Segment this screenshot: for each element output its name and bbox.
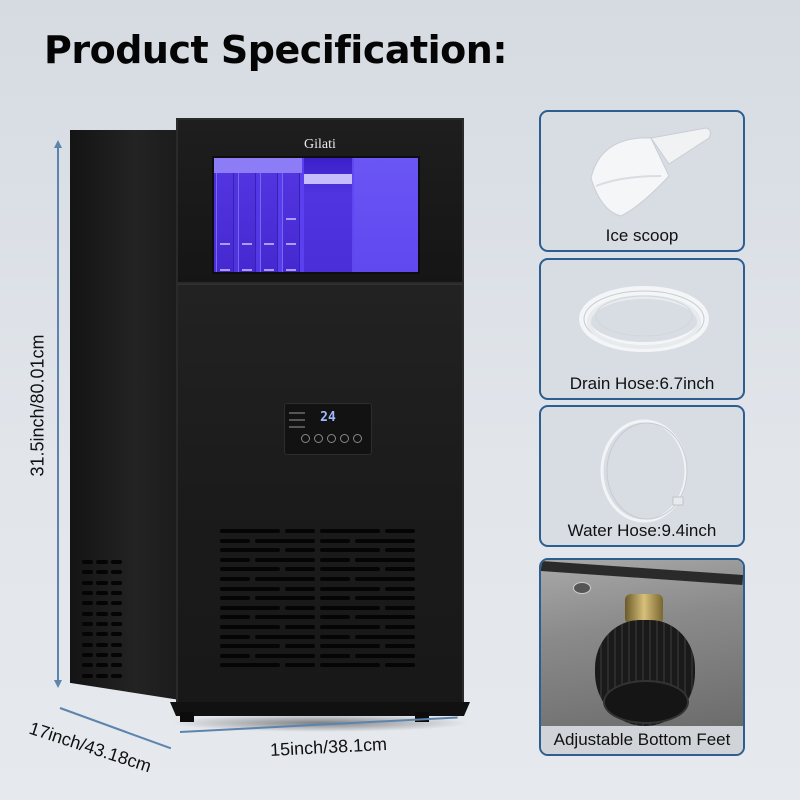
height-dimension-line	[57, 146, 59, 681]
width-label: 15inch/38.1cm	[269, 733, 388, 761]
machine-foot	[180, 712, 194, 722]
viewing-window	[212, 156, 420, 274]
machine-foot	[415, 712, 429, 722]
settings-button[interactable]	[353, 434, 362, 443]
accessory-card-drain-hose: Drain Hose:6.7inch	[539, 258, 745, 400]
arrow-up-icon	[54, 140, 62, 148]
machine-lower-body: 24	[176, 284, 464, 704]
accessory-label: Drain Hose:6.7inch	[569, 374, 715, 393]
mode-button[interactable]	[314, 434, 323, 443]
clean-button[interactable]	[327, 434, 336, 443]
brand-logo: Gilati	[304, 137, 336, 152]
accessory-label: Ice scoop	[605, 226, 679, 245]
machine-door: Gilati	[176, 118, 464, 284]
thin-hose-icon	[600, 419, 688, 523]
accessory-label: Water Hose:9.4inch	[567, 521, 717, 540]
power-button[interactable]	[301, 434, 310, 443]
accessory-card-water-hose: Water Hose:9.4inch	[539, 405, 745, 547]
front-vents	[220, 529, 432, 669]
accessory-label: Adjustable Bottom Feet	[553, 730, 731, 749]
page-title: Product Specification:	[44, 28, 508, 72]
ice-maker-machine: Gilati 24	[70, 118, 470, 732]
temperature-display: 24	[320, 410, 336, 425]
arrow-down-icon	[54, 680, 62, 688]
coiled-hose-icon	[579, 286, 709, 352]
accessory-card-ice-scoop: Ice scoop	[539, 110, 745, 252]
side-vents	[82, 560, 122, 680]
control-panel: 24	[284, 403, 372, 455]
accessory-card-adjustable-feet: Adjustable Bottom Feet	[539, 558, 745, 756]
timer-button[interactable]	[340, 434, 349, 443]
machine-base	[170, 702, 470, 716]
height-label: 31.5inch/80.01cm	[27, 334, 48, 477]
adjustable-foot-icon	[541, 560, 743, 726]
ice-scoop-icon	[590, 127, 711, 217]
machine-side-panel	[70, 130, 180, 700]
